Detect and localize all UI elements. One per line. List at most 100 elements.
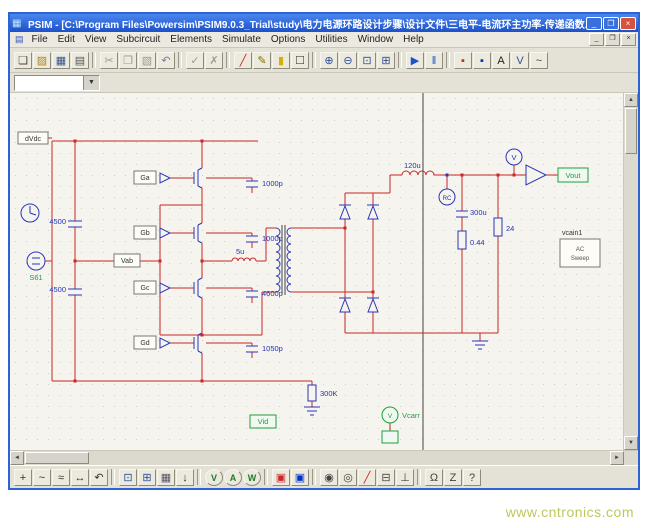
gate-driver-gc[interactable]: Gc xyxy=(133,280,172,295)
flip-horizontal-icon[interactable]: ↔ xyxy=(71,468,89,486)
zoom-fit-icon[interactable]: ⊞ xyxy=(377,51,395,69)
scroll-right-button[interactable]: ► xyxy=(610,451,624,465)
current-probe-icon[interactable]: A xyxy=(224,468,242,486)
zoom-tool-icon[interactable]: Z xyxy=(444,468,462,486)
menu-file[interactable]: File xyxy=(31,34,48,45)
horizontal-scrollbar[interactable]: ◄ ► xyxy=(10,450,624,465)
titlebar[interactable]: ▦ PSIM - [C:\Program Files\Powersim\PSIM… xyxy=(10,14,638,32)
gate-driver-ga[interactable]: Ga xyxy=(133,170,172,185)
transformer[interactable] xyxy=(275,225,292,295)
new-file-icon[interactable]: ❏ xyxy=(14,51,32,69)
move-down-icon[interactable]: ↓ xyxy=(176,468,194,486)
vid-label[interactable]: Vid xyxy=(249,414,277,429)
simview-icon[interactable]: ▪ xyxy=(454,51,472,69)
print-icon[interactable]: ▤ xyxy=(71,51,89,69)
dvdc-label[interactable]: dVdc xyxy=(17,131,49,145)
horizontal-scroll-thumb[interactable] xyxy=(25,452,89,464)
output-inductor[interactable]: 120u xyxy=(401,161,435,176)
combobox-dropdown-arrow[interactable]: ▼ xyxy=(83,75,99,90)
menu-options[interactable]: Options xyxy=(270,34,306,45)
menu-edit[interactable]: Edit xyxy=(57,34,75,45)
label-tool-icon[interactable]: ⊟ xyxy=(377,468,395,486)
clock-symbol[interactable] xyxy=(20,203,40,223)
save-icon[interactable]: ▦ xyxy=(52,51,70,69)
menu-window[interactable]: Window xyxy=(357,34,394,45)
cancel-icon[interactable]: ✗ xyxy=(205,51,223,69)
open-folder-icon[interactable]: ▨ xyxy=(33,51,51,69)
snubber-capacitors[interactable]: 1000p 1000p 4600p 1050p xyxy=(246,179,283,353)
zoom-out-icon[interactable]: ⊖ xyxy=(339,51,357,69)
node-probe-icon[interactable]: ◉ xyxy=(320,468,338,486)
menu-view[interactable]: View xyxy=(84,34,107,45)
vout-label[interactable]: Vout xyxy=(557,167,589,183)
series-inductor[interactable]: 5u xyxy=(231,247,257,262)
dc-bus-capacitors[interactable]: 4500 4500 xyxy=(49,217,82,296)
simcoder-icon[interactable]: ▣ xyxy=(291,468,309,486)
rotate-icon[interactable]: ↶ xyxy=(90,468,108,486)
gate-driver-gb[interactable]: Gb xyxy=(133,225,172,240)
wire-icon[interactable]: ╱ xyxy=(234,51,252,69)
voltmeter[interactable]: V xyxy=(505,148,523,166)
crosshair-tool-icon[interactable]: + xyxy=(14,468,32,486)
feedback-resistor[interactable]: 300K xyxy=(304,384,338,416)
zoom-combobox[interactable]: ▼ xyxy=(14,74,100,91)
maximize-button[interactable]: ❐ xyxy=(603,16,619,30)
comparator[interactable] xyxy=(525,164,548,186)
schematic-canvas[interactable]: dVdc S61 4500 4500 xyxy=(10,93,623,450)
child-close-button[interactable]: × xyxy=(621,33,636,46)
wires[interactable] xyxy=(45,137,558,431)
wattmeter-probe-icon[interactable]: W xyxy=(243,468,261,486)
sine-wave-icon[interactable]: ~ xyxy=(33,468,51,486)
pencil-icon[interactable]: ✎ xyxy=(253,51,271,69)
menu-utilities[interactable]: Utilities xyxy=(315,34,348,45)
zoom-in-icon[interactable]: ⊕ xyxy=(320,51,338,69)
undo-icon[interactable]: ↶ xyxy=(157,51,175,69)
simview-icon[interactable]: ▣ xyxy=(272,468,290,486)
voltage-probe-icon[interactable]: V xyxy=(205,468,223,486)
paste-icon[interactable]: ▧ xyxy=(138,51,156,69)
select-icon[interactable]: ☐ xyxy=(291,51,309,69)
run-simulation-icon[interactable]: ▶ xyxy=(406,51,424,69)
rectifier-diodes[interactable] xyxy=(339,204,379,313)
zoom-window-icon[interactable]: ⊡ xyxy=(119,468,137,486)
scope-icon[interactable]: ◎ xyxy=(339,468,357,486)
voltage-probe-icon[interactable]: V xyxy=(511,51,529,69)
apply-icon[interactable]: ✓ xyxy=(186,51,204,69)
text-icon[interactable]: A xyxy=(492,51,510,69)
load-branch[interactable]: 300u 0.44 24 xyxy=(456,208,514,350)
igbt-switches[interactable] xyxy=(193,167,203,354)
menu-simulate[interactable]: Simulate xyxy=(221,34,261,45)
rc-block[interactable]: RC xyxy=(438,188,456,206)
vcain1-block[interactable]: vcain1 AC Sweep xyxy=(559,230,601,268)
menu-elements[interactable]: Elements xyxy=(170,34,212,45)
menu-subcircuit[interactable]: Subcircuit xyxy=(116,34,161,45)
child-restore-button[interactable]: ❐ xyxy=(605,33,620,46)
zoom-window-icon[interactable]: ⊡ xyxy=(358,51,376,69)
vertical-scrollbar[interactable]: ▲ ▼ xyxy=(623,93,638,450)
curve-icon[interactable]: ~ xyxy=(530,51,548,69)
gate-driver-gd[interactable]: Gd xyxy=(133,335,172,350)
scroll-down-button[interactable]: ▼ xyxy=(624,436,638,450)
ground-tool-icon[interactable]: ⊥ xyxy=(396,468,414,486)
vertical-scroll-thumb[interactable] xyxy=(625,108,637,154)
close-button[interactable]: × xyxy=(620,16,636,30)
scroll-left-button[interactable]: ◄ xyxy=(10,451,24,465)
double-wave-icon[interactable]: ≈ xyxy=(52,468,70,486)
cut-icon[interactable]: ✂ xyxy=(100,51,118,69)
help-tool-icon[interactable]: ? xyxy=(463,468,481,486)
vab-label[interactable]: Vab xyxy=(113,253,141,268)
minimize-button[interactable]: _ xyxy=(586,16,602,30)
vcarr-probe[interactable]: V Vcarr xyxy=(381,406,420,444)
highlight-icon[interactable]: ▮ xyxy=(272,51,290,69)
menu-help[interactable]: Help xyxy=(403,34,424,45)
properties-icon[interactable]: ▪ xyxy=(473,51,491,69)
resistor-tool-icon[interactable]: Ω xyxy=(425,468,443,486)
scroll-up-button[interactable]: ▲ xyxy=(624,93,638,107)
wire-tool-icon[interactable]: ╱ xyxy=(358,468,376,486)
zoom-fit-icon[interactable]: ⊞ xyxy=(138,468,156,486)
copy-icon[interactable]: ❐ xyxy=(119,51,137,69)
child-minimize-button[interactable]: _ xyxy=(589,33,604,46)
grid-icon[interactable]: ▦ xyxy=(157,468,175,486)
pause-simulation-icon[interactable]: ‖ xyxy=(425,51,443,69)
voltage-source-s61[interactable]: S61 xyxy=(26,251,46,282)
